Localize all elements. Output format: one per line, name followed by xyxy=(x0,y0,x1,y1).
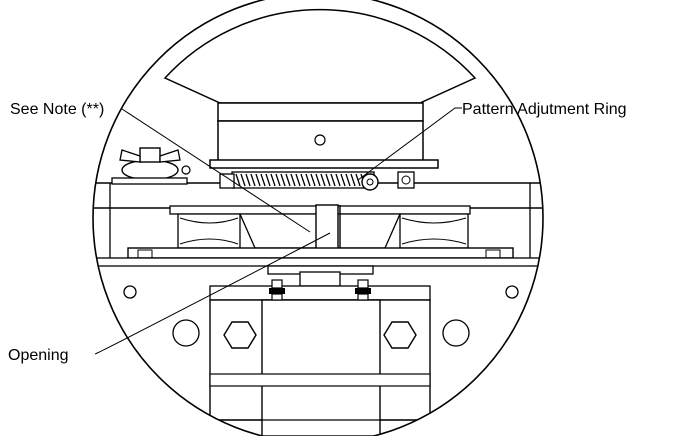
spring-coil xyxy=(295,173,301,187)
see-note-leader xyxy=(121,108,311,233)
callout-pattern-ring: Pattern Adjutment Ring xyxy=(462,101,627,118)
spring-coil xyxy=(270,173,276,187)
spring-coil xyxy=(310,173,316,187)
spring-coil xyxy=(280,173,286,187)
spring-coil xyxy=(235,173,241,187)
spring-coil xyxy=(330,173,336,187)
spring-coil xyxy=(325,173,331,187)
wing-nut xyxy=(111,147,191,185)
opening-leader xyxy=(94,232,331,355)
pattern-adjustment-spring xyxy=(219,171,415,191)
spring-coil xyxy=(350,173,356,187)
hopper-shape xyxy=(163,9,477,104)
housing-bolt xyxy=(314,134,326,146)
flange-plate xyxy=(209,159,439,169)
spring-coil xyxy=(305,173,311,187)
spring-coil xyxy=(285,173,291,187)
opening-slot xyxy=(315,204,339,252)
spring-coil xyxy=(340,173,346,187)
spring-coil xyxy=(300,173,306,187)
pattern-ring-leader xyxy=(357,107,462,181)
view-circle xyxy=(92,0,544,436)
spring-coil xyxy=(320,173,326,187)
spring-coil xyxy=(255,173,261,187)
callout-opening: Opening xyxy=(8,347,69,364)
spring-coil xyxy=(265,173,271,187)
spring-coil xyxy=(335,173,341,187)
lower-frame xyxy=(93,257,543,436)
circular-view xyxy=(93,102,543,436)
hopper-collar xyxy=(217,102,424,122)
spinner-assembly xyxy=(127,204,514,259)
leader-lines xyxy=(94,107,462,355)
spring-coil xyxy=(245,173,251,187)
spring-coil xyxy=(275,173,281,187)
spring-coil xyxy=(260,173,266,187)
spring-coil xyxy=(315,173,321,187)
spring-coil xyxy=(240,173,246,187)
upper-housing xyxy=(217,120,424,162)
callout-see-note: See Note (**) xyxy=(10,101,104,118)
spring-coil xyxy=(250,173,256,187)
spring-coil xyxy=(290,173,296,187)
spring-coil xyxy=(345,173,351,187)
